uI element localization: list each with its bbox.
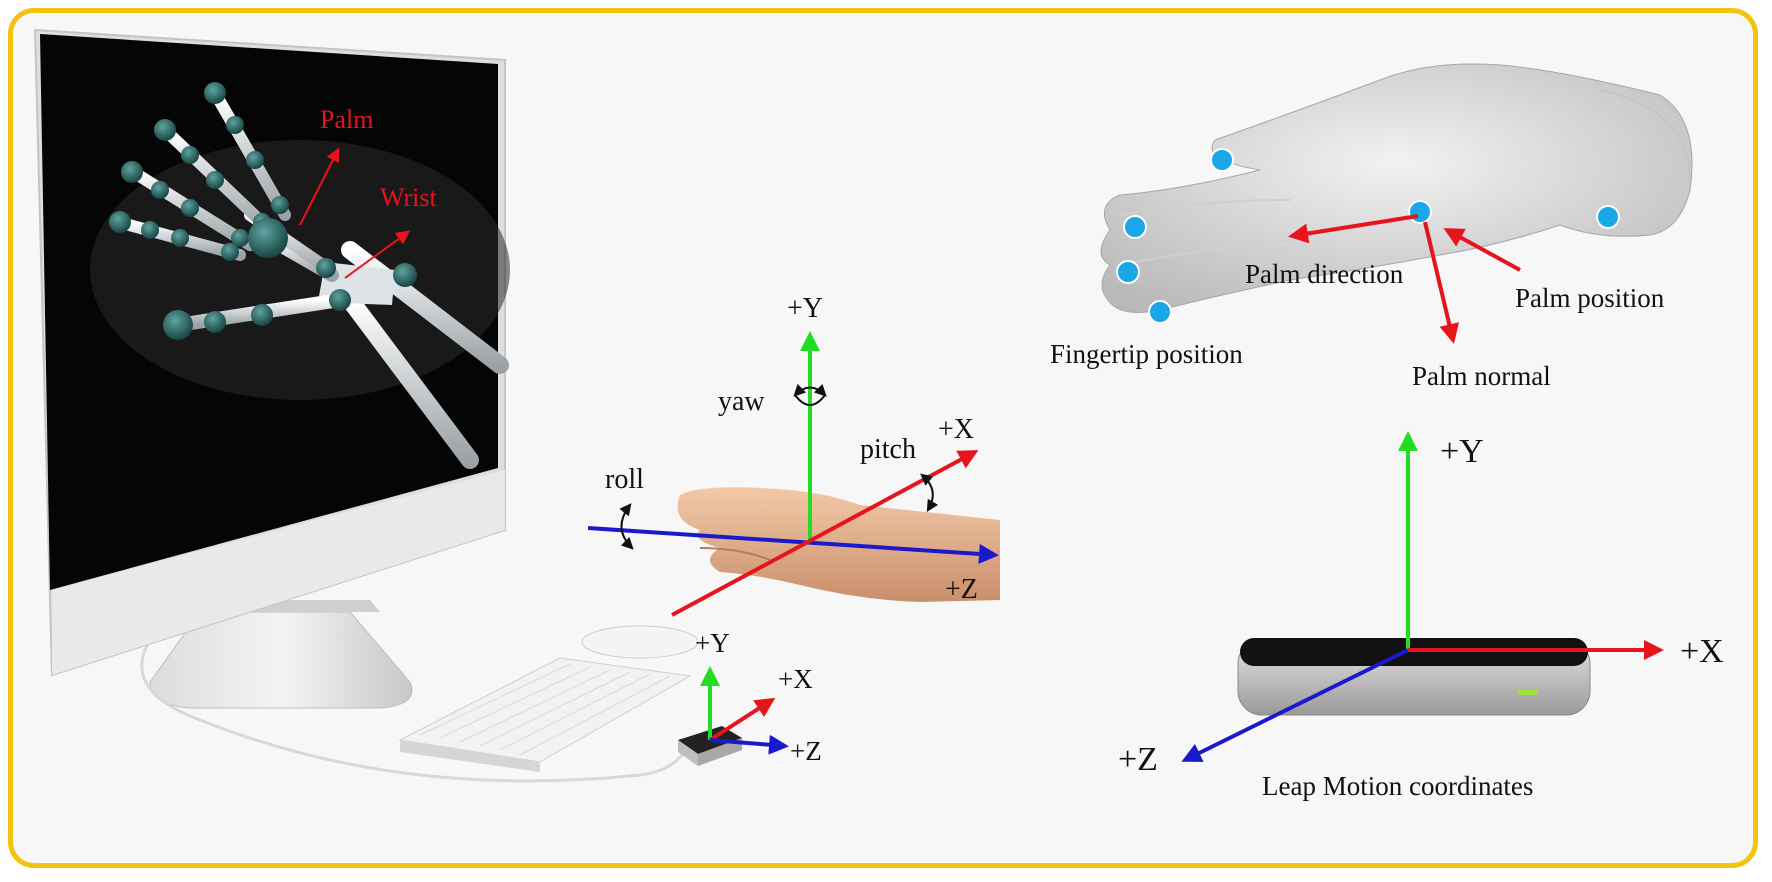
hand-z-label: +Z [945, 574, 978, 605]
hand-y-label: +Y [787, 293, 823, 324]
skeletal-hand-model [109, 82, 509, 469]
leap-y-label: +Y [1440, 433, 1484, 470]
palm-label: Palm [320, 105, 373, 134]
palm-normal-label: Palm normal [1412, 361, 1551, 391]
palm-position-label: Palm position [1515, 283, 1665, 313]
wrist-label: Wrist [380, 183, 437, 212]
device-y-label: +Y [695, 628, 730, 658]
device-x-label: +X [778, 664, 813, 694]
leap-coordinates-caption: Leap Motion coordinates [1262, 771, 1533, 801]
mouse-icon [581, 625, 699, 659]
rotation-arrow-icon [619, 383, 939, 550]
hand-x-label: +X [938, 414, 974, 445]
palm-direction-label: Palm direction [1245, 259, 1404, 289]
device-axes [700, 666, 789, 755]
keyboard-icon [398, 657, 692, 772]
device-z-label: +Z [790, 736, 822, 766]
fingertip-position-label: Fingertip position [1050, 339, 1243, 369]
leap-x-label: +X [1680, 633, 1724, 670]
roll-label: roll [605, 464, 644, 495]
leap-z-label: +Z [1118, 741, 1158, 778]
leap-coordinate-axes [1181, 431, 1664, 762]
yaw-label: yaw [718, 386, 765, 417]
pitch-label: pitch [860, 434, 916, 465]
mesh-hand-model [1100, 63, 1693, 344]
